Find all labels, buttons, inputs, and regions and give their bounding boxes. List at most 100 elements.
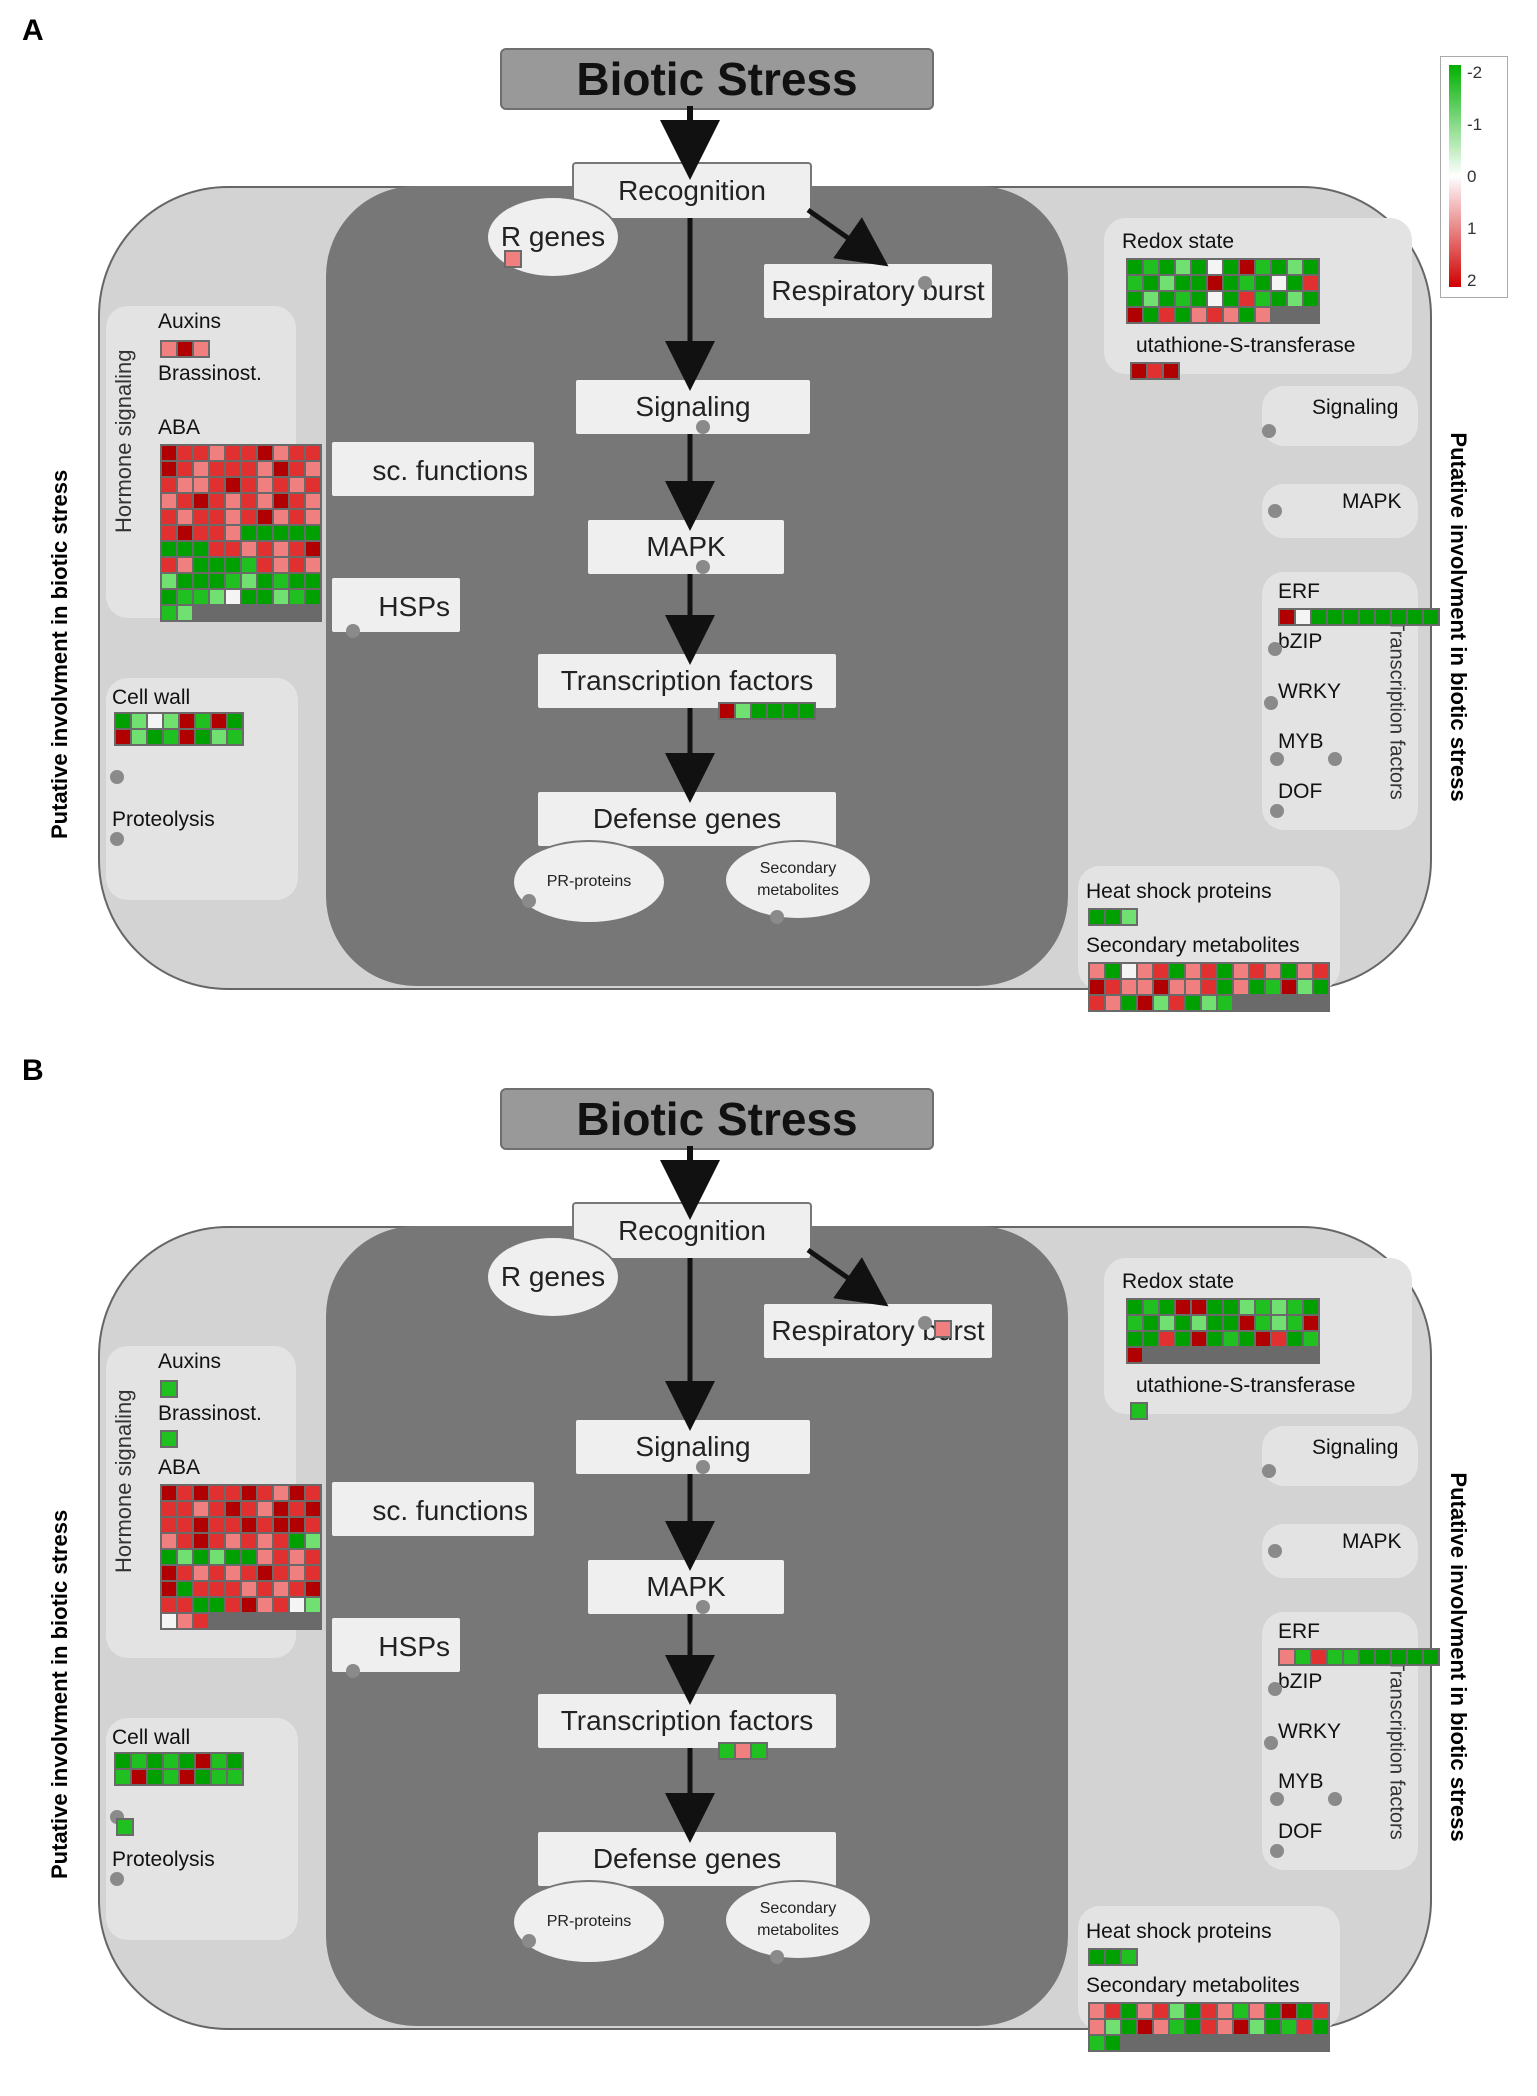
heatmap-cell: [306, 478, 320, 492]
heatmap-cell: [1256, 292, 1270, 306]
heatmap-cell: [1122, 980, 1136, 994]
heatmap-cell: [1128, 1348, 1142, 1362]
heatmap-cell: [290, 462, 304, 476]
heatmap-cell: [258, 1502, 272, 1516]
heatmap-cell: [306, 526, 320, 540]
heatmap-cell: [1224, 1316, 1238, 1330]
heatmap-cell: [162, 1566, 176, 1580]
heatmap-cell: [274, 1518, 288, 1532]
heatmap-aba: [160, 444, 322, 622]
heatmap-cell: [210, 1534, 224, 1548]
heatmap-cell: [258, 494, 272, 508]
heatmap-cell: [306, 558, 320, 572]
proteolysis-label: Proteolysis: [112, 808, 215, 831]
heatmap-tf: [718, 702, 816, 720]
heatmap-cell: [274, 1582, 288, 1596]
heatmap-cell: [274, 1598, 288, 1612]
heatmap-cell: [1288, 1300, 1302, 1314]
heatmap-cell: [1272, 1316, 1286, 1330]
heatmap-cell: [1170, 964, 1184, 978]
heatmap-cell: [194, 1550, 208, 1564]
heatmap-cell: [242, 494, 256, 508]
heatmap-cell: [118, 1820, 132, 1834]
glutathione-label: utathione-S-transferase: [1136, 1374, 1356, 1397]
heatmap-cell: [132, 1754, 146, 1768]
heatmap-cell: [164, 730, 178, 744]
signaling-group: [1262, 1426, 1418, 1486]
heatmap-cell: [1122, 1950, 1136, 1964]
heatmap-cell: [1128, 1300, 1142, 1314]
heatmap-cell: [210, 446, 224, 460]
heatmap-cell: [290, 1566, 304, 1580]
heatmap-cell: [1312, 1650, 1326, 1664]
heatmap-cell: [242, 1598, 256, 1612]
node-dot: [1270, 752, 1284, 766]
legend-tick: 0: [1467, 167, 1477, 186]
heatmap-cell: [1288, 1316, 1302, 1330]
heatmap-cell: [194, 1582, 208, 1596]
secondary-metabolites-ellipse: Secondary metabolites: [724, 840, 872, 920]
heatmap-cell: [1256, 1316, 1270, 1330]
heatmap-cell: [1138, 980, 1152, 994]
heatmap-cell: [1208, 260, 1222, 274]
heatmap-cell: [196, 1770, 210, 1784]
heatmap-cell: [274, 510, 288, 524]
heatmap-cell: [162, 1432, 176, 1446]
heatmap-cell: [162, 1486, 176, 1500]
heatmap-cell: [194, 494, 208, 508]
heatmap-cell: [228, 1770, 242, 1784]
heatmap-cell: [242, 574, 256, 588]
heatmap-cell: [258, 1582, 272, 1596]
heatmap-cell: [290, 510, 304, 524]
heatmap-cell: [258, 462, 272, 476]
heatmap-cell: [1250, 2020, 1264, 2034]
node-dot: [696, 420, 710, 434]
heatmap-cell: [116, 1770, 130, 1784]
heatmap-cell: [226, 494, 240, 508]
heatmap-cell: [306, 574, 320, 588]
node-dot: [110, 1872, 124, 1886]
heatmap-cell: [178, 1486, 192, 1500]
heatmap-cell: [1122, 964, 1136, 978]
heatmap-cell: [212, 1754, 226, 1768]
heatmap-cell: [1090, 910, 1104, 924]
heatmap-cell: [194, 558, 208, 572]
heatmap-cell: [1192, 308, 1206, 322]
node-dot: [346, 624, 360, 638]
mapk-right-label: MAPK: [1342, 1530, 1402, 1553]
heatmap-cell: [162, 1518, 176, 1532]
heatmap-cell: [1128, 292, 1142, 306]
heatmap-cell: [1250, 964, 1264, 978]
heatmap-cell: [258, 1566, 272, 1580]
heatmap-cell: [290, 590, 304, 604]
heatmap-cell: [162, 494, 176, 508]
heatmap-cell: [290, 542, 304, 556]
heatmap-cell: [1176, 276, 1190, 290]
heatmap-cell: [936, 1322, 950, 1336]
heatmap-cell: [290, 1598, 304, 1612]
heatmap-cell: [258, 574, 272, 588]
heatmap-cell: [212, 714, 226, 728]
heatmap-cell: [1272, 260, 1286, 274]
r-genes-ellipse: R genes: [486, 1236, 620, 1318]
heatmap-cell: [242, 446, 256, 460]
heatmap-cell: [1288, 1332, 1302, 1346]
heatmap-brassinost: [160, 1430, 178, 1448]
panel-letter: B: [22, 1054, 44, 1087]
heatmap-cell: [1218, 964, 1232, 978]
heatmap-cell: [212, 730, 226, 744]
heatmap-cell: [306, 1598, 320, 1612]
heatmap-cell: [1176, 1316, 1190, 1330]
heatmap-cell: [1170, 2004, 1184, 2018]
node-dot: [110, 832, 124, 846]
heatmap-cell: [1138, 2004, 1152, 2018]
pathway-arrows: [660, 1146, 889, 1843]
heatmap-cell: [194, 590, 208, 604]
heatmap-cell: [290, 558, 304, 572]
heatmap-cell: [162, 606, 176, 620]
heatmap-cell: [1148, 364, 1162, 378]
heatmap-cell: [1328, 610, 1342, 624]
heatmap-cell: [210, 590, 224, 604]
heatmap-cell: [306, 1582, 320, 1596]
node-dot: [1264, 1736, 1278, 1750]
